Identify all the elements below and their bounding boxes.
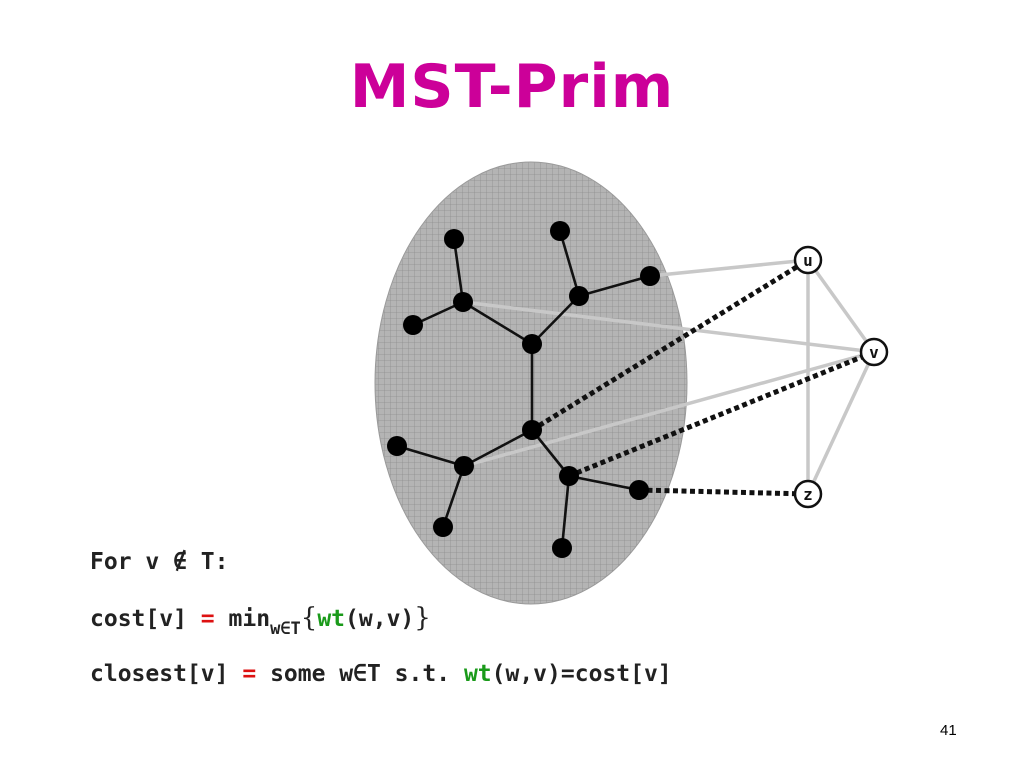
crossing-edge-to-z xyxy=(638,487,809,497)
node-u-label: u xyxy=(803,251,813,270)
candidate-edges xyxy=(462,258,876,495)
wt-args: (w,v) xyxy=(345,606,415,632)
closest-mid: some w∈T s.t. xyxy=(270,661,451,687)
tree-edge xyxy=(441,465,466,528)
tree-node xyxy=(403,315,423,335)
formula-line-cost: cost[v] = minw∈T{wt(w,v)} xyxy=(90,603,431,639)
closest-lhs: closest[v] xyxy=(90,661,229,687)
min-operator: min xyxy=(228,606,271,632)
edge-v-z xyxy=(806,351,876,495)
tree-nodes xyxy=(387,221,660,558)
node-z-label: z xyxy=(803,485,813,504)
edge-n2-v xyxy=(463,350,875,468)
tree-edge xyxy=(396,444,465,468)
tree-node xyxy=(454,456,474,476)
for-suffix: T: xyxy=(186,549,229,575)
closest-rest: (w,v)=cost[v] xyxy=(491,661,672,687)
cost-lhs: cost[v] xyxy=(90,606,187,632)
tree-node xyxy=(629,480,649,500)
wt-function: wt xyxy=(463,661,492,687)
tree-edge xyxy=(462,300,533,346)
node-v-label: v xyxy=(869,343,879,362)
tree-edge xyxy=(531,295,580,345)
formula-line-for: For v ∉ T: xyxy=(90,549,229,575)
tree-edge xyxy=(568,474,640,492)
node-z: z xyxy=(793,479,823,509)
tree-node xyxy=(552,538,572,558)
edge-u-v xyxy=(806,258,876,354)
tree-node xyxy=(522,420,542,440)
tree-edge xyxy=(558,230,581,297)
tree-edge xyxy=(560,475,571,549)
tree-node xyxy=(387,436,407,456)
equals-operator: = xyxy=(200,606,215,632)
tree-node xyxy=(569,286,589,306)
tree-node xyxy=(433,517,453,537)
tree-node xyxy=(640,266,660,286)
node-v: v xyxy=(859,337,889,367)
tree-node xyxy=(522,334,542,354)
page-number: 41 xyxy=(940,722,957,739)
tree-edge xyxy=(578,274,651,298)
edge-n1-v xyxy=(462,300,875,354)
formula-line-closest: closest[v] = some w∈T s.t. wt(w,v)=cost[… xyxy=(90,661,672,687)
tree-node xyxy=(444,229,464,249)
for-prefix: For v xyxy=(90,549,174,575)
crossing-edges xyxy=(530,257,875,497)
wt-function: wt xyxy=(317,606,346,632)
node-u: u xyxy=(793,245,823,275)
edge-p2-u xyxy=(649,258,809,278)
tree-edge xyxy=(463,428,533,468)
slide-title: MST-Prim xyxy=(349,52,675,122)
crossing-edge-to-u xyxy=(530,257,810,433)
tree-node xyxy=(453,292,473,312)
tree-node xyxy=(559,466,579,486)
tree-node xyxy=(550,221,570,241)
crossing-edge-to-v xyxy=(568,349,875,479)
open-brace: { xyxy=(300,603,318,633)
close-brace: } xyxy=(414,603,431,633)
tree-edge xyxy=(452,238,465,303)
min-subscript: w∈T xyxy=(270,619,301,639)
not-in-symbol: ∉ xyxy=(173,549,187,575)
equals-operator: = xyxy=(242,661,257,687)
